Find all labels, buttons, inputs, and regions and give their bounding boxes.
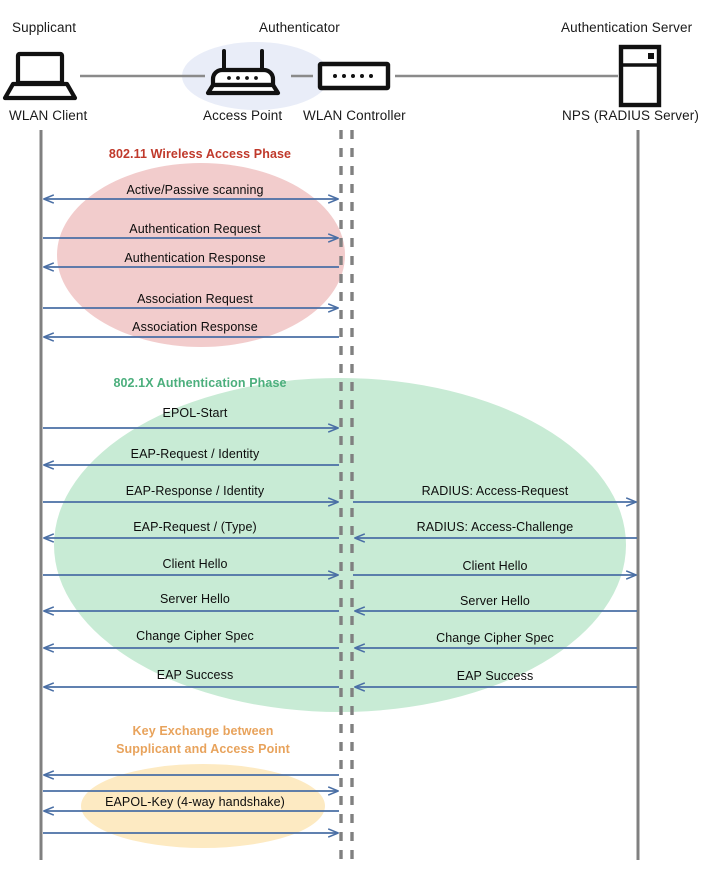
msg-label-change-cipher-spec-right: Change Cipher Spec [436, 631, 554, 645]
phase-label-wireless-access: 802.11 Wireless Access Phase [108, 147, 292, 161]
role-label-authenticator: Authenticator [259, 20, 340, 35]
msg-label-eap-request-type: EAP-Request / (Type) [133, 520, 257, 534]
msg-label-epol-start: EPOL-Start [162, 406, 228, 420]
phase-label-dot1x-authentication: 802.1X Authentication Phase [113, 376, 287, 390]
msg-label-eap-request-identity: EAP-Request / Identity [130, 447, 260, 461]
msg-label-eapol-key-handshake: EAPOL-Key (4-way handshake) [105, 795, 285, 809]
phase-label-key-exchange-line1: Key Exchange between [132, 724, 274, 738]
phase-ellipse-wireless-access [57, 163, 345, 347]
server-rack-icon [618, 44, 662, 108]
role-label-supplicant: Supplicant [12, 20, 77, 35]
msg-label-eap-response-identity: EAP-Response / Identity [125, 484, 265, 498]
phase-ellipse-key-exchange [81, 764, 325, 848]
msg-label-eap-success-left: EAP Success [156, 668, 234, 682]
msg-label-client-hello-left: Client Hello [162, 557, 228, 571]
wireless-router-icon [205, 49, 281, 96]
msg-label-authentication-response: Authentication Response [124, 251, 266, 265]
network-switch-icon [317, 61, 391, 91]
phase-label-key-exchange-line2: Supplicant and Access Point [116, 742, 290, 756]
msg-label-active-passive-scanning: Active/Passive scanning [126, 183, 264, 197]
msg-label-association-response: Association Response [132, 320, 258, 334]
msg-label-change-cipher-spec-left: Change Cipher Spec [136, 629, 254, 643]
device-label-wlan-controller: WLAN Controller [303, 108, 406, 123]
msg-label-client-hello-right: Client Hello [462, 559, 528, 573]
right-lane-arrows [353, 502, 637, 687]
msg-label-authentication-request: Authentication Request [129, 222, 261, 236]
msg-label-eap-success-right: EAP Success [456, 669, 534, 683]
laptop-icon [2, 51, 78, 101]
msg-label-radius-access-request: RADIUS: Access-Request [421, 484, 569, 498]
device-label-access-point: Access Point [203, 108, 283, 123]
device-label-wlan-client: WLAN Client [9, 108, 88, 123]
left-lane-arrows [43, 199, 339, 833]
device-label-nps-radius-server: NPS (RADIUS Server) [562, 108, 699, 123]
msg-label-radius-access-challenge: RADIUS: Access-Challenge [416, 520, 574, 534]
msg-label-server-hello-left: Server Hello [160, 592, 230, 606]
role-label-authentication-server: Authentication Server [561, 20, 693, 35]
msg-label-association-request: Association Request [137, 292, 253, 306]
msg-label-server-hello-right: Server Hello [460, 594, 530, 608]
